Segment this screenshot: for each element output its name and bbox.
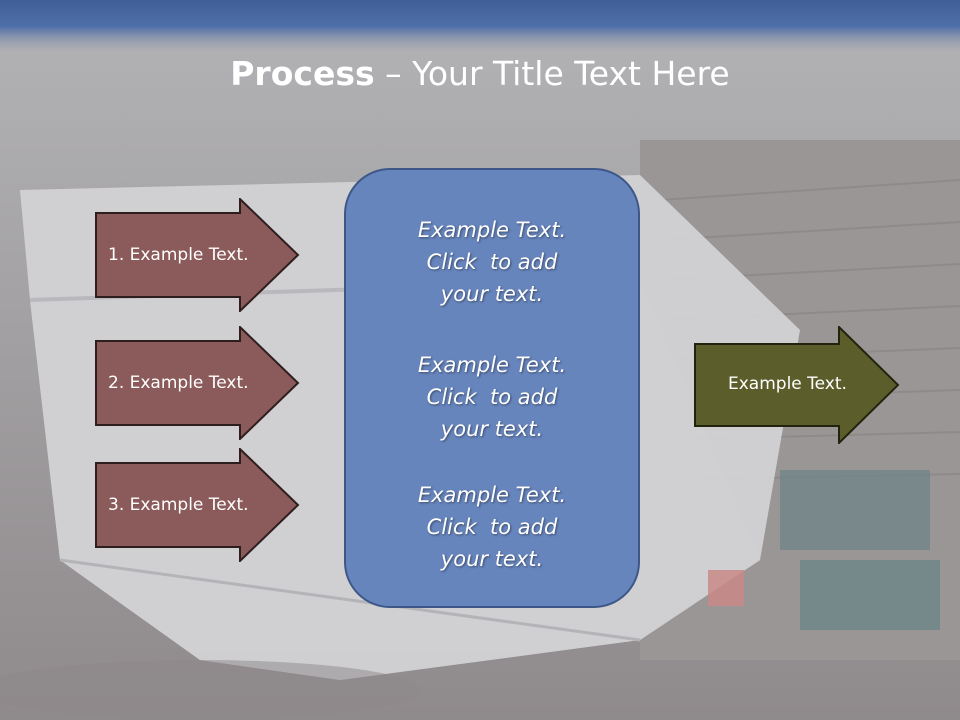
title-rest: – Your Title Text Here — [374, 54, 730, 93]
center-block-2-line-2: Click to add — [426, 385, 558, 409]
left-arrow-1[interactable]: 1. Example Text. — [95, 198, 300, 312]
left-arrow-3[interactable]: 3. Example Text. — [95, 448, 300, 562]
center-block-3[interactable]: Example Text. Click to add your text. — [346, 479, 638, 575]
title-bold-part: Process — [230, 54, 375, 93]
center-block-3-line-2: Click to add — [426, 515, 558, 539]
center-block-2[interactable]: Example Text. Click to add your text. — [346, 349, 638, 445]
center-text-box[interactable]: Example Text. Click to add your text. Ex… — [344, 168, 640, 608]
right-arrow-label: Example Text. — [728, 374, 847, 394]
slide-title[interactable]: Process – Your Title Text Here — [0, 52, 960, 96]
right-arrow[interactable]: Example Text. — [694, 326, 900, 444]
center-block-1-line-1: Example Text. — [417, 218, 567, 242]
center-block-3-line-1: Example Text. — [417, 483, 567, 507]
center-block-1[interactable]: Example Text. Click to add your text. — [346, 214, 638, 310]
center-block-3-line-3: your text. — [440, 547, 544, 571]
left-arrow-1-label: 1. Example Text. — [108, 245, 249, 265]
left-arrow-2[interactable]: 2. Example Text. — [95, 326, 300, 440]
center-block-1-line-3: your text. — [440, 282, 544, 306]
center-block-2-line-1: Example Text. — [417, 353, 567, 377]
left-arrow-3-label: 3. Example Text. — [108, 495, 249, 515]
center-block-1-line-2: Click to add — [426, 250, 558, 274]
center-block-2-line-3: your text. — [440, 417, 544, 441]
left-arrow-2-label: 2. Example Text. — [108, 373, 249, 393]
